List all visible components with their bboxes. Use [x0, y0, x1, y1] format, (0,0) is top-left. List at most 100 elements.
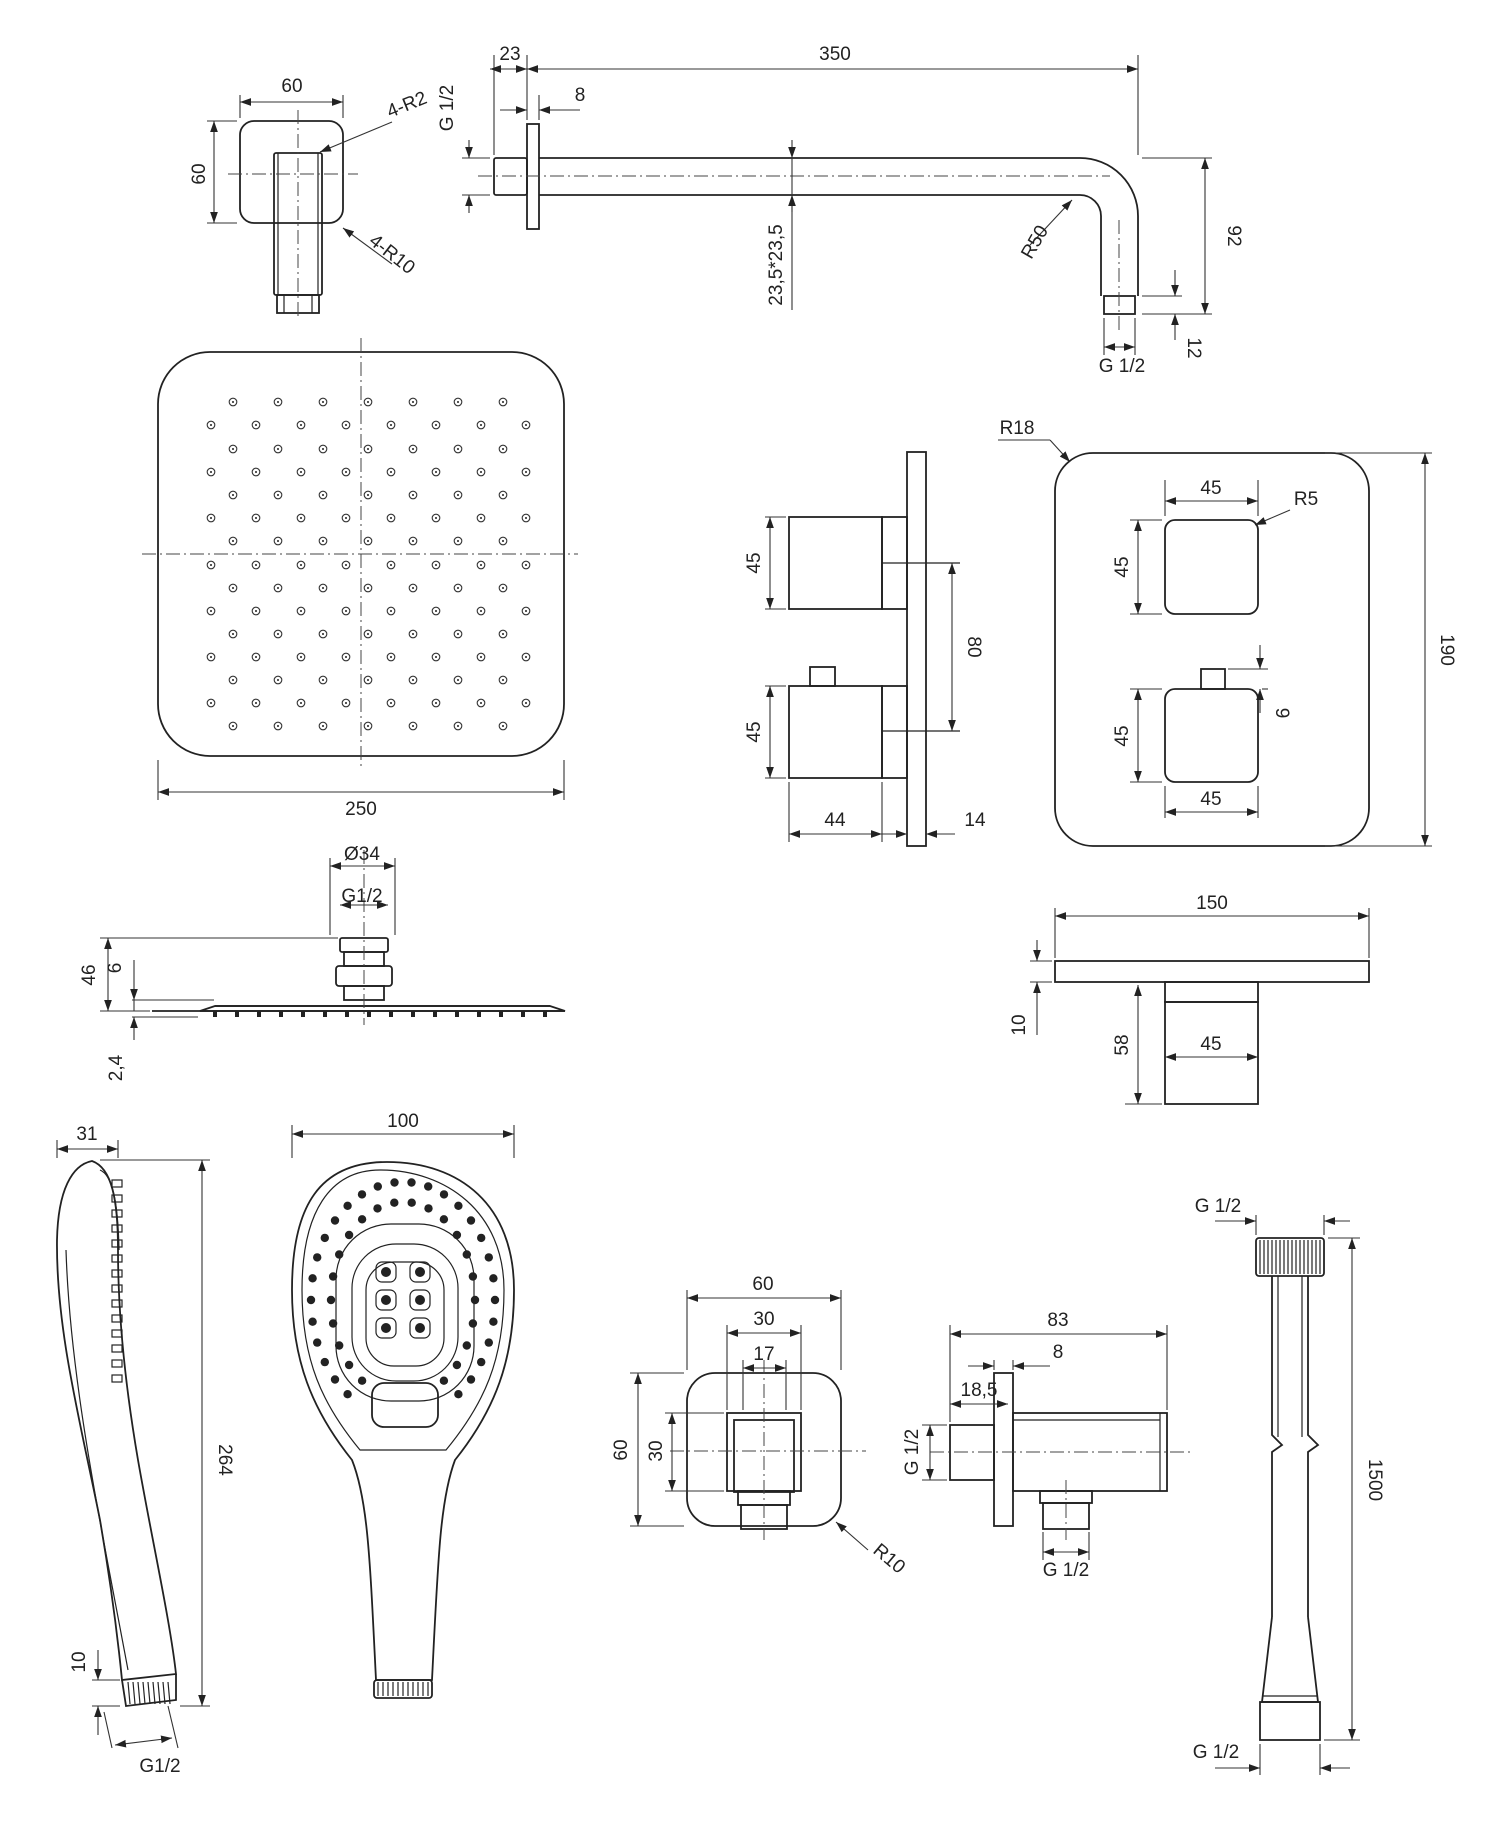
nozzle-center — [300, 564, 302, 566]
nozzle-center — [232, 448, 234, 450]
hand-nozzle — [477, 1233, 486, 1243]
hand-nozzle — [373, 1182, 382, 1191]
arm-end-thread-label: G 1/2 — [1099, 356, 1145, 377]
nozzle-center — [367, 540, 369, 542]
hand-nozzle — [477, 1357, 486, 1367]
wall-outlet-front-view: 60 30 17 60 30 R10 — [611, 1274, 909, 1578]
hand-nozzle — [424, 1204, 433, 1213]
hand-nozzle — [306, 1295, 316, 1305]
nozzle-center — [232, 587, 234, 589]
nozzle-center — [210, 517, 212, 519]
thread-line — [162, 1681, 166, 1705]
nozzle-center — [502, 679, 504, 681]
hand-nozzle — [439, 1376, 449, 1385]
side-nozzle — [477, 1011, 481, 1017]
head-size-label: 250 — [345, 799, 377, 820]
hand-nozzle — [357, 1215, 367, 1224]
thread-line — [157, 1681, 161, 1705]
nozzle-center — [300, 656, 302, 658]
jet — [375, 1317, 397, 1339]
hand-nozzle — [452, 1360, 462, 1370]
nozzle-center — [480, 471, 482, 473]
nozzle-center — [277, 725, 279, 727]
nozzle-center — [322, 725, 324, 727]
nozzle-center — [390, 656, 392, 658]
hand-nozzle — [470, 1295, 480, 1305]
nozzle-center — [277, 448, 279, 450]
hand-nozzle — [343, 1201, 352, 1211]
nozzle-center — [255, 517, 257, 519]
outlet-offset-label: 18,5 — [961, 1380, 998, 1401]
nozzle-center — [210, 424, 212, 426]
hand-nozzle — [344, 1230, 354, 1240]
hand-nozzle — [390, 1178, 399, 1187]
nozzle-center — [322, 633, 324, 635]
hand-nozzle — [313, 1253, 322, 1262]
nozzle-center — [525, 424, 527, 426]
nozzle-center — [345, 424, 347, 426]
nozzle-center — [300, 424, 302, 426]
outlet-inner-height-label: 30 — [646, 1440, 667, 1461]
hand-nozzle — [328, 1272, 338, 1281]
nozzle-center — [277, 587, 279, 589]
thread-line — [152, 1681, 156, 1705]
side-nozzle — [257, 1011, 261, 1017]
nozzle-center — [457, 725, 459, 727]
mixer-stem-height-label: 9 — [1271, 708, 1292, 719]
hose-bottom-thread-label: G 1/2 — [1193, 1742, 1239, 1763]
nozzle-center — [412, 633, 414, 635]
side-nozzles — [213, 1011, 547, 1017]
hand-nozzle — [468, 1319, 478, 1328]
nozzle-center — [412, 679, 414, 681]
nozzle-center — [480, 656, 482, 658]
hand-nozzle — [484, 1253, 493, 1262]
nozzle-center — [457, 587, 459, 589]
hand-nozzle — [489, 1274, 498, 1283]
jet — [375, 1261, 397, 1283]
nozzle-center — [367, 448, 369, 450]
front-thread — [377, 1682, 429, 1696]
nozzle-center — [255, 702, 257, 704]
nozzle-center — [435, 471, 437, 473]
nozzle-center — [345, 610, 347, 612]
side-nozzle — [367, 1011, 371, 1017]
hand-shower-front-view: 100 — [291, 1111, 515, 1699]
arm-length-label: 350 — [819, 44, 851, 65]
mixer-side-view: 80 45 45 44 14 — [744, 451, 986, 847]
center-jets — [375, 1261, 431, 1339]
mixer-knob-spacing-label: 80 — [963, 636, 984, 657]
hand-nozzle — [390, 1198, 399, 1207]
side-nozzle — [455, 1011, 459, 1017]
jet — [375, 1289, 397, 1311]
hand-nozzle — [308, 1274, 317, 1283]
head-height-label: 46 — [79, 964, 100, 985]
mixer-knob-radius-label: R5 — [1294, 489, 1318, 510]
jet-hole — [381, 1267, 391, 1277]
hand-nozzle — [468, 1272, 478, 1281]
nozzle-center — [412, 494, 414, 496]
nozzle-center — [480, 610, 482, 612]
nozzle-center — [480, 702, 482, 704]
nozzle-center — [525, 702, 527, 704]
nozzle-center — [210, 702, 212, 704]
outlet-inner-label: 30 — [753, 1309, 774, 1330]
nozzle-center — [435, 610, 437, 612]
nozzle-center — [322, 448, 324, 450]
nozzle-center — [390, 471, 392, 473]
spray-bump — [111, 1359, 123, 1368]
spray-bump — [111, 1194, 123, 1203]
spray-bump — [111, 1374, 123, 1383]
nozzle-center — [502, 494, 504, 496]
nozzle-center — [232, 494, 234, 496]
side-nozzle — [389, 1011, 393, 1017]
hand-nozzle — [407, 1178, 416, 1187]
spray-bump — [111, 1284, 123, 1293]
side-nozzle — [543, 1011, 547, 1017]
nozzle-center — [412, 587, 414, 589]
hand-nozzle — [424, 1182, 433, 1191]
spray-bump — [111, 1254, 123, 1263]
hand-nozzle — [454, 1390, 463, 1399]
thread-line — [127, 1681, 131, 1705]
hose-top-thread-label: G 1/2 — [1195, 1196, 1241, 1217]
nozzle-center — [367, 494, 369, 496]
